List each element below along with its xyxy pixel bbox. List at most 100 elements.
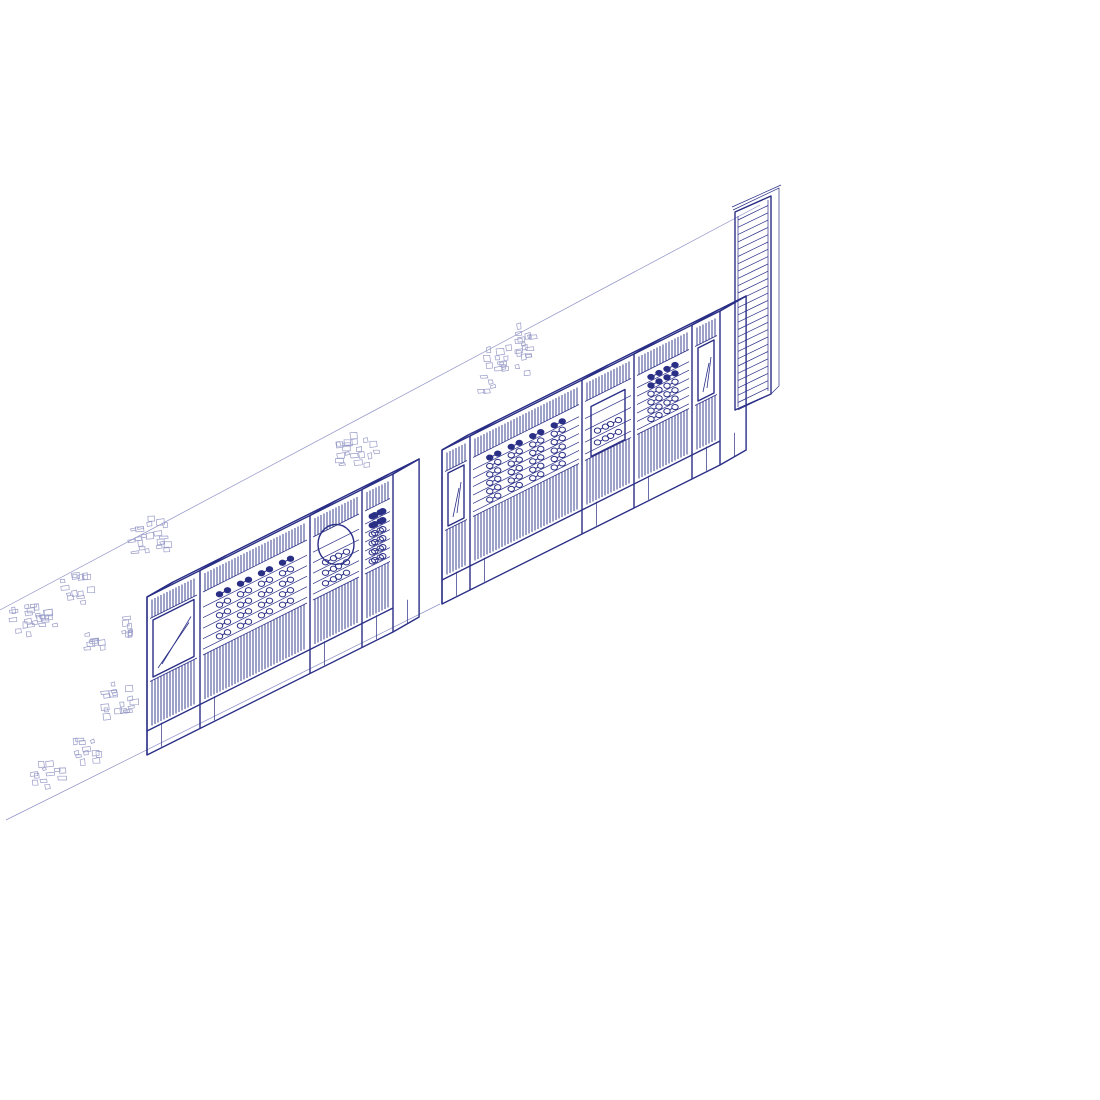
lens [550,422,558,429]
stone [514,337,523,344]
stone [335,441,344,449]
bridge [328,580,331,583]
stone [45,760,55,768]
stone [98,639,106,646]
door-louver [737,321,769,338]
stone [144,548,150,554]
eyeglasses-icon [606,417,623,428]
bridge [264,591,267,594]
band-edge [636,349,690,376]
bridge [669,365,673,368]
lens [515,464,523,472]
lens [671,361,679,369]
bridge [375,531,378,534]
bridge [669,408,673,411]
door-louver [737,358,769,374]
stone [127,622,133,630]
lens [655,369,663,377]
eyeglasses-icon [647,378,663,389]
lens [593,439,602,446]
module-edge [441,434,469,451]
shelf [364,520,391,534]
lens [529,441,537,448]
bridge [285,570,288,573]
door-louver [737,256,769,272]
eyeglasses-icon [236,618,253,629]
stone [76,594,86,600]
stone [79,599,87,605]
lens [537,445,545,453]
lens [550,447,558,454]
eyeglasses-icon [215,618,232,629]
lens [236,622,245,629]
shelf [584,418,632,443]
shelf [636,395,690,422]
bridge [377,521,380,524]
lens [614,417,623,424]
eyeglasses-icon [647,403,663,414]
lens [647,382,655,389]
band-edge [364,561,391,575]
lens [257,580,266,587]
door-louver [737,248,769,265]
eyeglasses-icon [593,435,610,446]
bridge [222,591,225,594]
lens [494,475,502,482]
lens [671,387,679,394]
shelf [312,560,360,585]
stone [127,629,134,637]
door-louver [737,300,769,316]
module-edge [691,309,719,326]
eyeglasses-icon [663,370,679,381]
stone [129,698,139,706]
lens [529,466,537,473]
bridge [669,391,673,394]
lens [223,608,232,615]
door-louver [737,373,769,389]
stone [73,749,80,756]
lens [371,557,379,564]
shelf [312,570,360,595]
lens [494,450,502,457]
lens [515,439,523,446]
shelf [584,407,632,431]
door-louver [737,270,769,287]
bridge [243,591,246,594]
bridge [514,443,517,446]
stone [125,684,134,693]
lens [529,432,537,440]
band-edge [364,498,391,512]
stone [82,572,88,580]
door-louver [737,227,769,243]
stone-patch [335,432,380,468]
stone [38,622,47,627]
glass-panel [697,339,715,402]
band-edge [694,394,718,406]
stone [92,756,101,764]
lens [286,555,295,562]
stone [358,451,366,459]
shelf [202,575,308,629]
stone-patch [100,681,139,721]
shelf [364,511,391,525]
stone [74,737,85,742]
lens [244,597,253,604]
bridge [341,573,344,576]
bridge [535,441,538,444]
lens [278,601,287,608]
lens [486,462,494,470]
stone [127,538,136,544]
band-edge [202,539,308,593]
stone [486,346,492,354]
bridge [557,456,560,458]
lens [593,427,602,434]
lens [223,597,232,604]
eyeglasses-icon [257,597,274,608]
lens [558,418,566,425]
stone [141,534,147,539]
stone [138,546,146,551]
stone [41,617,50,623]
eyeglasses-icon [647,386,663,397]
plinth-line [146,607,394,732]
lens [655,403,663,410]
